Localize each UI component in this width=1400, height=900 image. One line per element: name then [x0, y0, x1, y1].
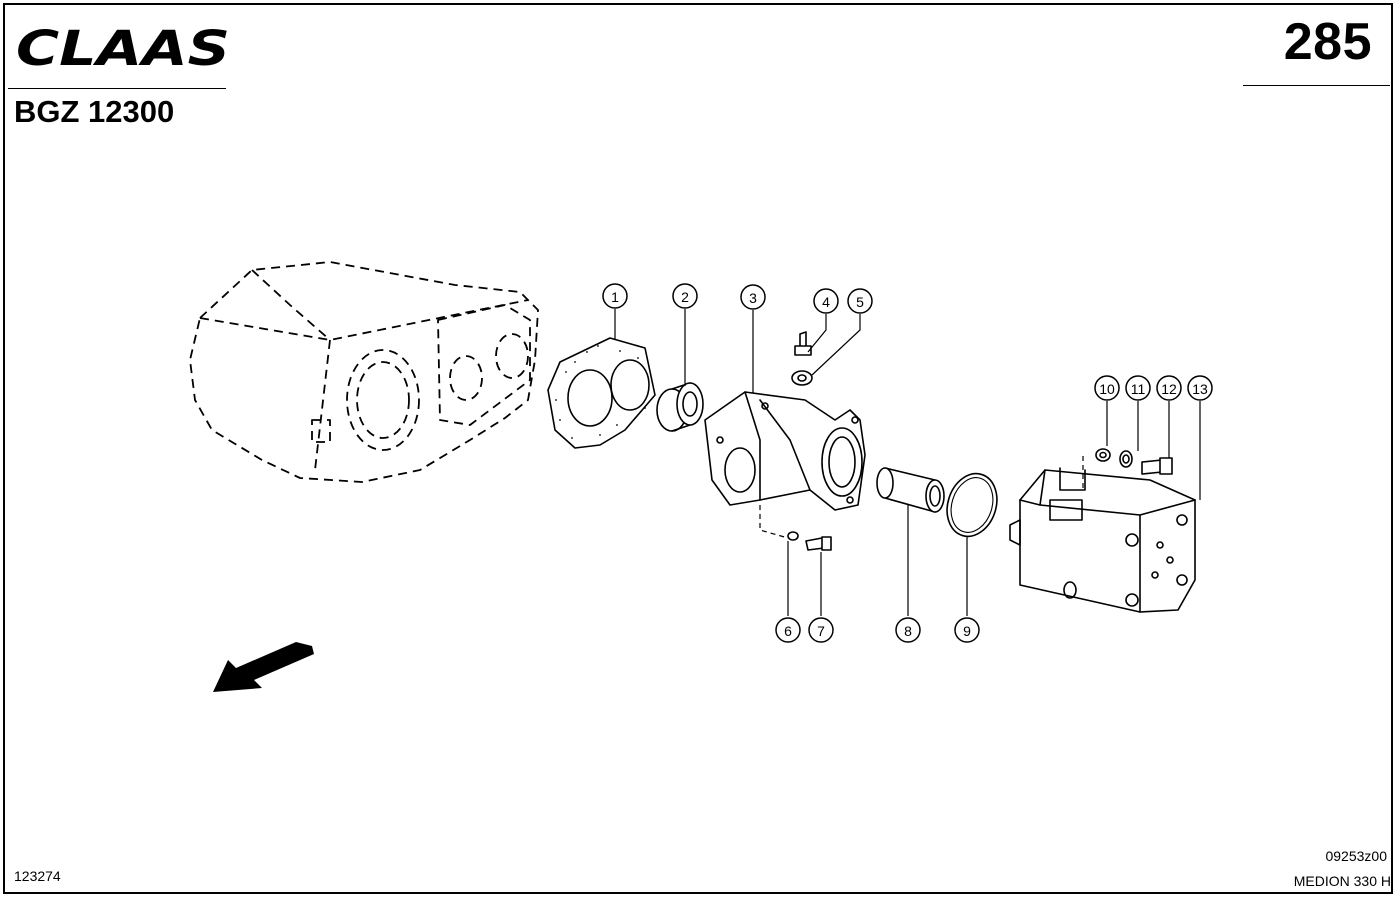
page-number: 285 — [1283, 13, 1372, 71]
claas-logo: CLAAS — [16, 22, 230, 72]
callout-2: 2 — [672, 283, 698, 309]
callout-number: 9 — [963, 623, 971, 639]
group-code: BGZ 12300 — [14, 94, 175, 129]
callout-leaders — [614, 309, 1201, 616]
callout-number: 8 — [904, 623, 912, 639]
small-washer-11-part — [1119, 450, 1133, 468]
callout-4: 4 — [813, 288, 839, 314]
callout-9: 9 — [954, 617, 980, 643]
nut-part — [791, 370, 813, 386]
callout-number: 10 — [1099, 381, 1115, 397]
callout-1: 1 — [602, 283, 628, 309]
intermediate-housing-part — [704, 391, 866, 511]
callout-7: 7 — [808, 617, 834, 643]
header-rule-left — [8, 88, 226, 89]
callout-circle — [740, 284, 766, 310]
washer-part — [787, 531, 799, 541]
callout-number: 5 — [856, 294, 864, 310]
callout-circle — [847, 288, 873, 314]
page-frame — [3, 3, 1393, 894]
callout-8: 8 — [895, 617, 921, 643]
callout-3: 3 — [740, 284, 766, 310]
callout-number: 1 — [611, 289, 619, 305]
callout-12: 12 — [1156, 375, 1182, 401]
callout-circle — [1125, 375, 1151, 401]
callout-circle — [1094, 375, 1120, 401]
callout-circle — [602, 283, 628, 309]
callout-circle — [813, 288, 839, 314]
drawing-number: 09253z00 — [1325, 848, 1387, 864]
callout-number: 2 — [681, 289, 689, 305]
small-washer-10-part — [1095, 448, 1111, 462]
callout-11: 11 — [1125, 375, 1151, 401]
catalog-id: 123274 — [14, 868, 61, 884]
o-ring-part — [946, 472, 998, 538]
callout-circle — [895, 617, 921, 643]
callout-circle — [954, 617, 980, 643]
header-rule-right — [1243, 85, 1390, 86]
machine-model: MEDION 330 H — [1293, 873, 1391, 889]
callout-number: 6 — [784, 623, 792, 639]
callout-5: 5 — [847, 288, 873, 314]
callout-circle — [775, 617, 801, 643]
gasket-part — [547, 337, 656, 449]
temperature-sensor-part — [794, 331, 812, 356]
callout-number: 12 — [1161, 381, 1177, 397]
callout-circle — [672, 283, 698, 309]
callout-number: 13 — [1192, 381, 1208, 397]
callout-number: 4 — [822, 294, 830, 310]
callout-circle — [808, 617, 834, 643]
callout-6: 6 — [775, 617, 801, 643]
callout-number: 11 — [1131, 381, 1146, 397]
callout-13: 13 — [1187, 375, 1213, 401]
screw-12-part — [1141, 457, 1173, 475]
claas-logo-text: CLAAS — [16, 22, 230, 72]
gearbox-housing-ghost — [189, 261, 539, 483]
callout-number: 3 — [749, 290, 757, 306]
callout-number: 7 — [817, 623, 825, 639]
bearing-part — [656, 382, 704, 432]
callout-circle — [1187, 375, 1213, 401]
callout-10: 10 — [1094, 375, 1120, 401]
direction-arrow-icon — [213, 642, 314, 692]
bolt-part — [805, 536, 832, 551]
hydraulic-pump-part — [1009, 467, 1196, 613]
callout-circle — [1156, 375, 1182, 401]
shaft-sleeve-part — [876, 467, 945, 513]
